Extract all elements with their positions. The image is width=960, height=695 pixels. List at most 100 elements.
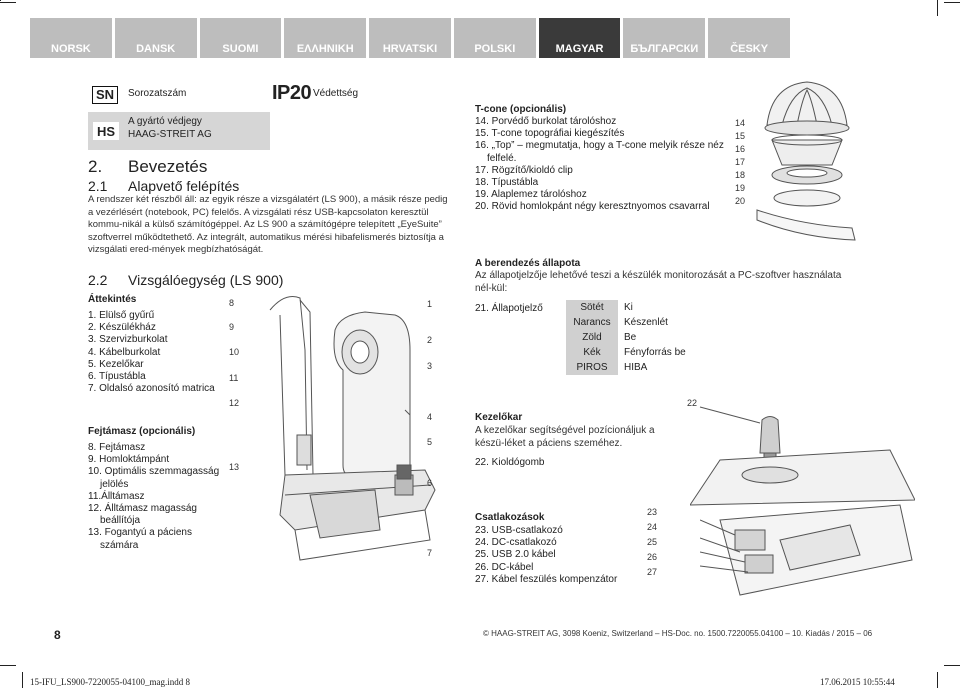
list-item: 27. Kábel feszülés kompenzátor — [475, 573, 618, 585]
status-row: Kék Fényforrás be — [566, 345, 692, 360]
status-color: Narancs — [566, 315, 618, 330]
list-item: 2. Készülékház — [88, 322, 156, 334]
language-tab-6[interactable]: MAGYAR — [538, 18, 621, 58]
joystick-item: 22. Kioldógomb — [475, 457, 545, 468]
list-item: 25. USB 2.0 kábel — [475, 549, 556, 561]
tcone-callout: 19 — [735, 183, 746, 193]
language-tab-0[interactable]: NORSK — [30, 18, 112, 58]
connector-callout: 24 — [647, 522, 658, 532]
connector-callout: 25 — [647, 537, 658, 547]
list-item: 10. Optimális szemmagasság — [88, 466, 220, 478]
language-tab-7[interactable]: БЪЛГАРСКИ — [623, 18, 706, 58]
status-row: PIROS HIBA — [566, 360, 692, 375]
joystick-callout: 22 — [687, 398, 698, 408]
crop-mark-br — [944, 665, 960, 666]
overview-title: Áttekintés — [88, 294, 137, 305]
list-item: 23. USB-csatlakozó — [475, 525, 563, 536]
manufacturer-line2: HAAG-STREIT AG — [128, 129, 212, 140]
device-callout-left: 13 — [229, 462, 240, 472]
device-callout-right: 1 — [427, 299, 433, 309]
chinrest-title: Fejtámasz (opcionális) — [88, 426, 196, 437]
joystick-illustration — [689, 405, 916, 515]
status-meaning: HIBA — [624, 362, 648, 373]
status-meaning: Ki — [624, 302, 633, 313]
ls900-device-illustration — [225, 290, 445, 590]
joystick-paragraph: A kezelőkar segítségével pozícionáljuk a… — [475, 425, 655, 449]
status-title: A berendezés állapota — [475, 258, 581, 269]
connector-callout: 23 — [647, 507, 658, 517]
language-tab-5[interactable]: POLSKI — [453, 18, 536, 58]
intro-paragraph: A rendszer két részből áll: az egyik rés… — [88, 194, 448, 255]
list-item: 4. Kábelburkolat — [88, 346, 161, 358]
ip-rating-symbol: IP20 — [272, 82, 312, 104]
tcone-callout: 16 — [735, 144, 746, 154]
list-item: 3. Szervizburkolat — [88, 334, 168, 346]
list-item: 15. T-cone topográfiai kiegészítés — [475, 128, 625, 140]
device-callout-left: 8 — [229, 298, 235, 308]
language-tab-1[interactable]: DANSK — [114, 18, 197, 58]
list-item: 17. Rögzítő/kioldó clip — [475, 164, 573, 176]
list-item: 20. Rövid homlokpánt négy keresztnyomos … — [475, 201, 710, 213]
list-item: számára — [100, 539, 139, 551]
crop-mark-tr-v — [937, 0, 938, 16]
language-tab-2[interactable]: SUOMI — [199, 18, 282, 58]
section-title: Alapvető felépítés — [128, 178, 240, 194]
device-callout-left: 10 — [229, 347, 240, 357]
crop-mark-tl — [0, 2, 16, 3]
status-color: PIROS — [566, 360, 618, 375]
page-number: 8 — [54, 628, 61, 642]
tcone-callout: 20 — [735, 196, 746, 206]
list-item: jelölés — [100, 478, 129, 490]
list-item: 1. Elülső gyűrű — [88, 310, 155, 321]
chapter-number: 2. — [88, 157, 103, 176]
list-item: 6. Típustábla — [88, 371, 146, 383]
tcone-illustration — [752, 80, 856, 250]
status-color: Kék — [566, 345, 618, 360]
connector-callout: 26 — [647, 552, 658, 562]
language-tab-3[interactable]: ΕΛΛΗΝΙΚΗ — [284, 18, 367, 58]
manufacturer-line1: A gyártó védjegy — [128, 116, 202, 127]
status-meaning: Fényforrás be — [624, 347, 686, 358]
language-tab-4[interactable]: HRVATSKI — [369, 18, 451, 58]
device-callout-right: 2 — [427, 335, 433, 345]
connector-callout: 27 — [647, 567, 658, 577]
status-meaning: Be — [624, 332, 637, 343]
tcone-title: T-cone (opcionális) — [475, 104, 567, 115]
list-item: 7. Oldalsó azonosító matrica — [88, 383, 215, 395]
list-item: beállítója — [100, 515, 141, 527]
list-item: 14. Porvédő burkolat tárolóshoz — [475, 116, 617, 127]
footer-copyright: © HAAG-STREIT AG, 3098 Koeniz, Switzerla… — [483, 629, 873, 638]
tcone-callout: 15 — [735, 131, 746, 141]
device-callout-left: 12 — [229, 398, 240, 408]
list-item: 5. Kezelőkar — [88, 358, 144, 370]
list-item: 16. „Top” – megmutatja, hogy a T-cone me… — [475, 140, 724, 152]
list-item: 26. DC-kábel — [475, 561, 534, 573]
connectors-title: Csatlakozások — [475, 512, 545, 523]
device-callout-left: 9 — [229, 322, 235, 332]
footer-timestamp: 17.06.2015 10:55:44 — [820, 677, 895, 687]
status-color: Sötét — [566, 300, 618, 315]
crop-mark-bl-v — [22, 672, 23, 688]
device-callout-right: 7 — [427, 548, 433, 558]
device-callout-right: 3 — [427, 361, 433, 371]
connectors-illustration — [699, 500, 915, 600]
status-meaning: Készenlét — [624, 317, 668, 328]
list-item: 19. Alaplemez tárolóshoz — [475, 189, 587, 201]
status-indicator-label: 21. Állapotjelző — [475, 303, 543, 314]
joystick-title: Kezelőkar — [475, 412, 523, 423]
crop-mark-tr — [944, 2, 960, 3]
status-row: Narancs Készenlét — [566, 315, 692, 330]
list-item: 9. Homloktámpánt — [88, 454, 170, 466]
language-tab-8[interactable]: ČESKY — [708, 18, 791, 58]
tcone-callout: 18 — [735, 170, 746, 180]
hs-logo-icon: HS — [93, 122, 119, 145]
list-item: 8. Fejtámasz — [88, 442, 146, 453]
serial-number-symbol: SN — [92, 86, 119, 104]
device-callout-right: 6 — [427, 478, 433, 488]
list-item: 11.Álltámasz — [88, 490, 145, 502]
